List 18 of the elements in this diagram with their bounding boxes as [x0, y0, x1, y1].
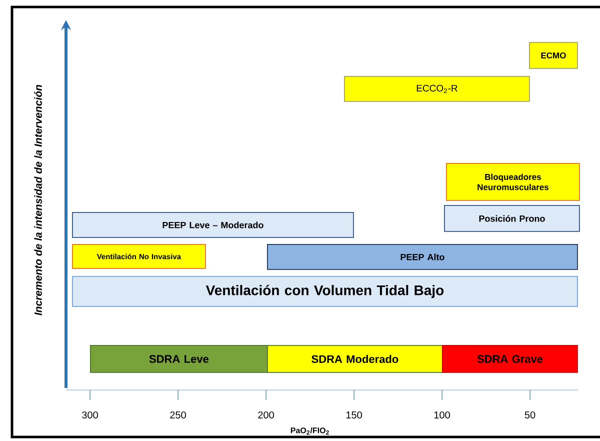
tick-label: 150	[346, 411, 362, 419]
bar-box: Posición Prono	[444, 205, 580, 232]
bar-box: SDRA Leve	[90, 345, 268, 373]
tick-label: 100	[434, 411, 450, 419]
tick-label: 250	[170, 411, 186, 419]
bar-box: Ventilación con Volumen Tidal Bajo	[72, 276, 578, 307]
bar-box: PEEP Alto	[267, 244, 578, 270]
tick-label: 300	[82, 411, 98, 419]
axis-title: PaO$_{2}$/FIO$_{2}$	[290, 427, 329, 435]
tick-label: 200	[258, 411, 274, 419]
bar-box: Bloqueadores Neuromusculares	[446, 163, 580, 201]
bar-box: ECCO$_{2}$-R	[344, 76, 530, 102]
bar-box: PEEP Leve – Moderado	[72, 212, 354, 238]
bar-box: ECMO	[529, 42, 578, 69]
bar-box: SDRA Moderado	[267, 345, 443, 373]
bar-box: SDRA Grave	[442, 345, 578, 373]
tick-label: 50	[524, 411, 536, 419]
axis-title: Incremento de la intensidad de la Intervención	[34, 84, 42, 316]
